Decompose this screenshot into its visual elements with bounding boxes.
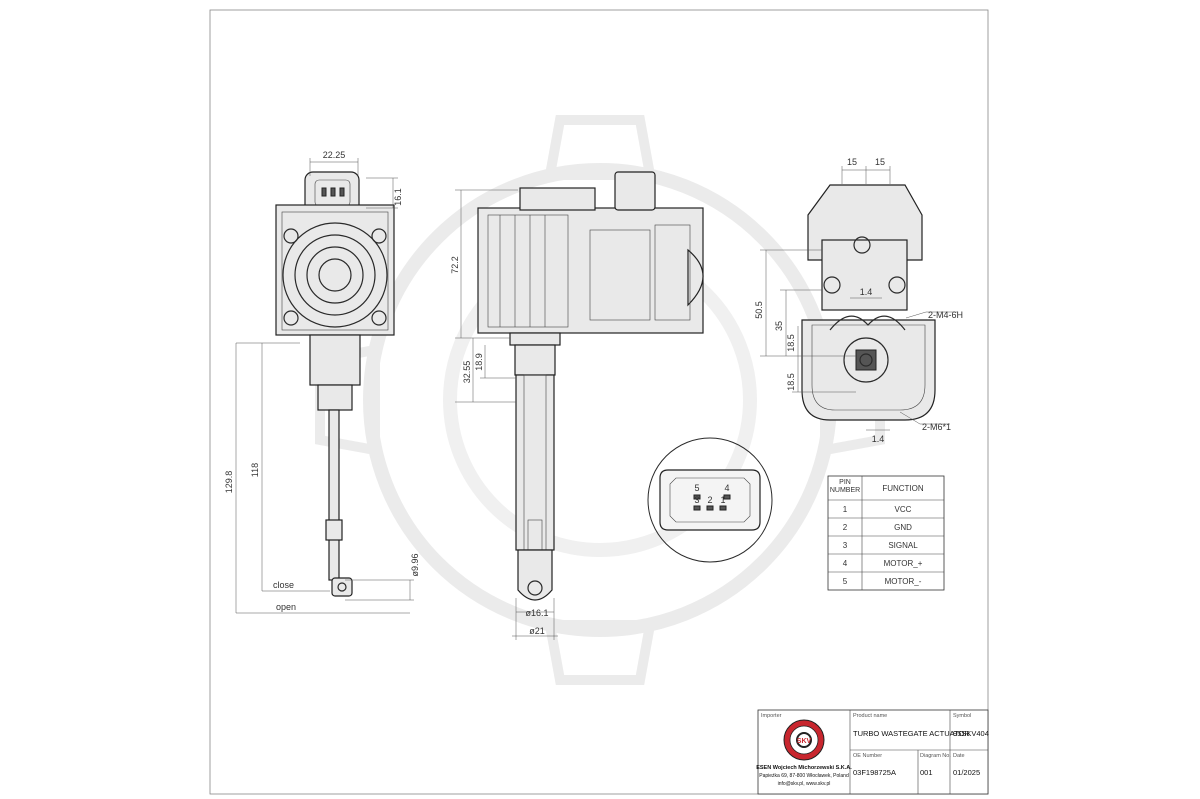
dim-offset-18-5-top: 18.5 [786,334,796,352]
logo-text: SKV [797,738,812,745]
dim-upper-rod: 32.55 [462,361,472,384]
thread-bottom-label: 2-M6*1 [922,422,951,432]
label-close: close [273,580,294,590]
product-label: Product name [853,713,887,719]
dim-offset-1-4-bottom: 1.4 [872,434,885,444]
mount-view [760,166,958,431]
date-value: 01/2025 [953,768,980,777]
dim-total-height: 129.8 [224,471,234,494]
connector-pin-1: 1 [720,495,725,505]
connector-pin-2: 2 [707,495,712,505]
symbol-label: Symbol [953,713,971,719]
table-row-function: SIGNAL [888,541,918,550]
table-row-function: VCC [895,505,912,514]
label-open: open [276,602,296,612]
table-row-pin: 1 [843,505,848,514]
table-row-function: MOTOR_- [885,577,922,586]
dim-height-35: 35 [774,321,784,331]
dim-body-height: 72.2 [450,256,460,274]
front-view [235,158,414,614]
connector-pin-3: 3 [694,495,699,505]
connector-pin-5: 5 [694,483,699,493]
dim-rod-diameter: ø16.1 [525,608,548,618]
connector-detail [647,437,773,563]
importer-company: ESEN Wojciech Michorzewski S.K.A. [756,765,852,771]
table-row-pin: 4 [843,559,848,568]
connector-pin-4: 4 [724,483,729,493]
importer-label: Importer [761,713,782,719]
table-header-function: FUNCTION [882,484,924,493]
symbol-value: 95SKV404 [953,729,989,738]
table-row-pin: 3 [843,541,848,550]
table-header-pin: PIN NUMBER [829,479,861,494]
table-row-pin: 5 [843,577,848,586]
side-view [455,171,704,640]
table-row-function: GND [894,523,912,532]
importer-address: Papieżka 69, 87-800 Włocławek, Poland [759,773,849,779]
dim-connector-width: 22.25 [323,150,346,160]
product-name: TURBO WASTEGATE ACTUATOR [853,729,970,738]
oe-number: 03F198725A [853,768,896,777]
thread-top-label: 2-M4-6H [928,310,963,320]
dim-offset-1-4-top: 1.4 [860,287,873,297]
dim-height-50-5: 50.5 [754,301,764,319]
importer-contact: info@skv.pl, www.skv.pl [778,781,831,787]
oe-label: OE Number [853,753,882,759]
table-row-function: MOTOR_+ [884,559,923,568]
date-label: Date [953,753,965,759]
dim-connector-height: 16.1 [393,188,403,206]
skv-logo-icon [783,719,825,761]
diagram-label: Diagram No. [920,753,951,759]
dim-mount-half-left: 15 [847,157,857,167]
dim-mount-half-right: 15 [875,157,885,167]
dim-rod-step: 18.9 [474,353,484,371]
table-row-pin: 2 [843,523,848,532]
dim-rod-length: 118 [250,463,260,477]
dim-pin-diameter: ø9.96 [410,553,420,576]
diagram-number: 001 [920,768,933,777]
dim-base-diameter: ø21 [529,626,545,636]
pin-function-table [827,475,945,591]
dim-offset-18-5-bottom: 18.5 [786,373,796,391]
